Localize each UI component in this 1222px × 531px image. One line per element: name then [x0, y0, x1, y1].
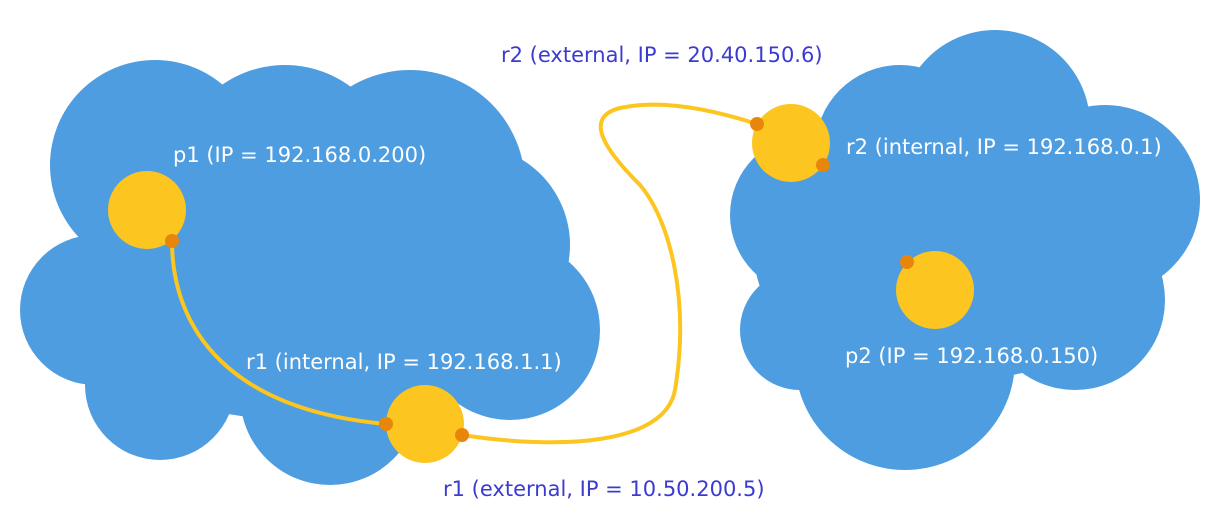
router-r1-node[interactable] [386, 385, 464, 463]
router-r2-node[interactable] [752, 104, 830, 182]
r2-internal-port [816, 158, 830, 172]
r2-external-port [750, 117, 764, 131]
p1-label: p1 (IP = 192.168.0.200) [173, 143, 426, 167]
r2-internal-label: r2 (internal, IP = 192.168.0.1) [846, 135, 1162, 159]
host-p2-node[interactable] [896, 251, 974, 329]
p2-label: p2 (IP = 192.168.0.150) [845, 344, 1098, 368]
r1-internal-label: r1 (internal, IP = 192.168.1.1) [246, 350, 562, 374]
r2-external-label: r2 (external, IP = 20.40.150.6) [501, 43, 823, 67]
cloud-network-1 [20, 60, 600, 485]
host-p1-node[interactable] [108, 171, 186, 249]
p2-port [900, 255, 914, 269]
cloud-network-2 [730, 30, 1200, 470]
r1-external-port [455, 428, 469, 442]
r1-external-label: r1 (external, IP = 10.50.200.5) [443, 477, 765, 501]
r1-internal-port [379, 417, 393, 431]
link-p1-r1 [170, 239, 388, 426]
p1-port [165, 234, 179, 248]
link-r1-r2-external [460, 102, 759, 445]
